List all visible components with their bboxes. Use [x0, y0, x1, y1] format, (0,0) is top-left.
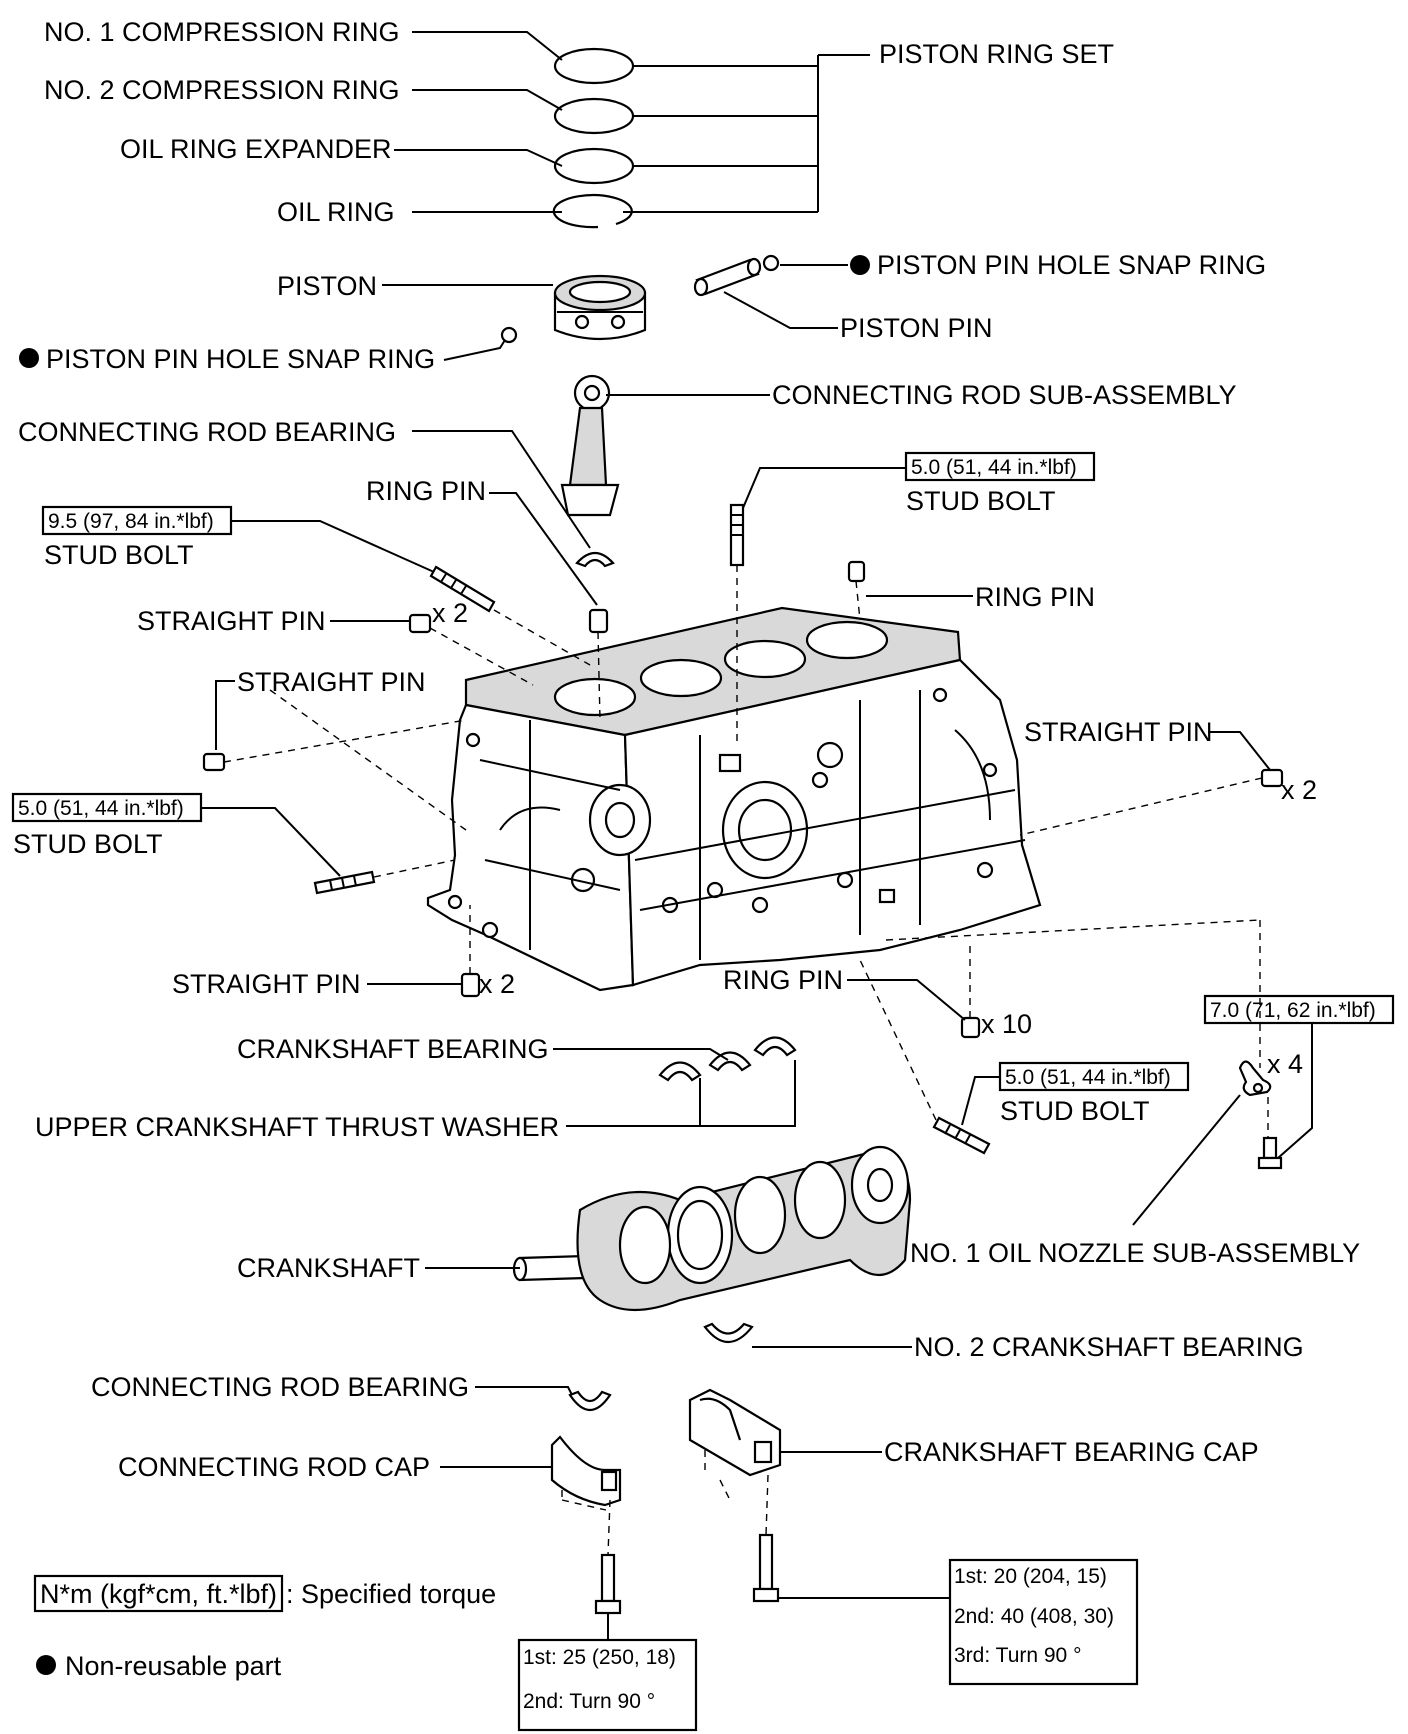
torque-box-crank-cap [948, 1558, 1139, 1686]
non-reusable-dot-left [19, 348, 39, 368]
torque-conrod-step-2: 2nd: Turn 90 ° [523, 1690, 655, 1713]
label-ring-pin-right: RING PIN [975, 582, 1095, 612]
label-connecting-rod-bearing-top: CONNECTING ROD BEARING [18, 417, 396, 447]
ring-pin-bottom-qty: x 10 [981, 1009, 1032, 1039]
torque-box-stud-left [11, 792, 203, 823]
label-oil-ring: OIL RING [277, 197, 395, 227]
label-piston: PISTON [277, 271, 377, 301]
straight-pin-bottom-qty: x 2 [479, 969, 515, 999]
torque-crank-step-1: 1st: 20 (204, 15) [954, 1565, 1107, 1588]
cylinder-block-icon [426, 606, 1042, 992]
torque-box-oil-nozzle [1203, 994, 1395, 1025]
legend-torque-box [33, 1574, 284, 1613]
oil-nozzle-qty: x 4 [1267, 1049, 1303, 1079]
piston-pin-icon [693, 257, 762, 297]
torque-box-stud-bottom [998, 1061, 1190, 1092]
label-stud-bolt-top-left: STUD BOLT [44, 540, 194, 570]
non-reusable-dot-right [850, 255, 870, 275]
torque-box-stud-top-right [904, 451, 1096, 482]
conrod-bearing-top-icon [575, 551, 615, 568]
no1-compression-ring-icon [553, 47, 635, 85]
legend-non-reusable-dot [36, 1655, 56, 1675]
torque-conrod-step-1: 1st: 25 (250, 18) [523, 1646, 676, 1669]
label-crankshaft-bearing: CRANKSHAFT BEARING [237, 1034, 549, 1064]
label-stud-bolt-top-right: STUD BOLT [906, 486, 1056, 516]
conrod-bearing-bottom-icon [568, 1390, 612, 1412]
label-straight-pin-right: STRAIGHT PIN [1024, 717, 1213, 747]
torque-stud-top-left: 9.5 (97, 84 in.*lbf) [48, 510, 214, 533]
connecting-rod-icon [560, 374, 620, 517]
stud-bolt-diagonal-icon [429, 565, 496, 613]
torque-stud-left: 5.0 (51, 44 in.*lbf) [18, 797, 184, 820]
connecting-rod-cap-icon [550, 1435, 622, 1507]
torque-stud-bottom: 5.0 (51, 44 in.*lbf) [1005, 1066, 1171, 1089]
straight-pin-right-icon [1260, 768, 1284, 788]
torque-box-conrod-cap [517, 1638, 698, 1732]
label-ring-pin-top: RING PIN [366, 476, 486, 506]
label-upper-crankshaft-thrust-washer: UPPER CRANKSHAFT THRUST WASHER [35, 1112, 559, 1142]
oil-ring-expander-icon [553, 147, 635, 185]
alignment-dashed-lines [223, 565, 1269, 1556]
label-piston-pin-hole-snap-ring-left: PISTON PIN HOLE SNAP RING [46, 344, 435, 374]
no2-crankshaft-bearing-icon [703, 1322, 754, 1343]
ring-pin-bottom-icon [960, 1016, 981, 1039]
crankshaft-icon [512, 1145, 912, 1312]
label-ring-pin-bottom: RING PIN [723, 965, 843, 995]
label-connecting-rod-sub-assembly: CONNECTING ROD SUB-ASSEMBLY [772, 380, 1237, 410]
crankshaft-bearings-icon [658, 1036, 797, 1082]
torque-oil-nozzle: 7.0 (71, 62 in.*lbf) [1210, 999, 1376, 1022]
label-crankshaft-bearing-cap: CRANKSHAFT BEARING CAP [884, 1437, 1259, 1467]
crank-cap-bolt-icon [752, 1533, 780, 1603]
label-connecting-rod-bearing-bottom: CONNECTING ROD BEARING [91, 1372, 469, 1402]
label-oil-ring-expander: OIL RING EXPANDER [120, 134, 392, 164]
torque-box-stud-top-left [41, 505, 233, 536]
oil-nozzle-icon [1238, 1060, 1272, 1097]
stud-bolt-left-icon [313, 870, 376, 895]
straight-pin-left-icon [202, 752, 226, 772]
label-no2-crankshaft-bearing: NO. 2 CRANKSHAFT BEARING [914, 1332, 1304, 1362]
piston-ring-leaders [394, 31, 870, 213]
label-straight-pin-left: STRAIGHT PIN [237, 667, 426, 697]
stud-bolt-vertical-icon [729, 503, 745, 567]
label-no1-oil-nozzle-sub-assembly: NO. 1 OIL NOZZLE SUB-ASSEMBLY [910, 1238, 1360, 1268]
ring-pin-right-icon [847, 560, 866, 583]
piston-rings-group [552, 47, 635, 229]
no2-compression-ring-icon [553, 97, 635, 135]
torque-crank-step-2: 2nd: 40 (408, 30) [954, 1605, 1114, 1628]
label-piston-pin-hole-snap-ring-right: PISTON PIN HOLE SNAP RING [877, 250, 1266, 280]
straight-pin-bottom-icon [460, 972, 481, 998]
label-straight-pin-bottom: STRAIGHT PIN [172, 969, 361, 999]
conrod-cap-bolt-icon [594, 1553, 622, 1615]
label-crankshaft: CRANKSHAFT [237, 1253, 420, 1283]
snap-ring-left-icon [500, 326, 518, 344]
straight-pin-right-qty: x 2 [1281, 775, 1317, 805]
legend-torque-text: : Specified torque [286, 1579, 496, 1609]
ring-pin-top-icon [588, 608, 609, 634]
crankshaft-bearing-cap-icon [688, 1388, 782, 1477]
oil-ring-icon [552, 194, 633, 229]
label-piston-ring-set: PISTON RING SET [879, 39, 1114, 69]
label-no2-compression-ring: NO. 2 COMPRESSION RING [44, 75, 400, 105]
straight-pin-top-icon [408, 613, 432, 634]
label-no1-compression-ring: NO. 1 COMPRESSION RING [44, 17, 400, 47]
legend-torque-unit: N*m (kgf*cm, ft.*lbf) [40, 1579, 277, 1609]
piston-icon [553, 274, 647, 341]
legend-non-reusable: Non-reusable part [65, 1651, 282, 1681]
torque-stud-top-right: 5.0 (51, 44 in.*lbf) [911, 456, 1077, 479]
oil-nozzle-bolt-icon [1257, 1136, 1283, 1170]
torque-crank-step-3: 3rd: Turn 90 ° [954, 1644, 1081, 1667]
label-piston-pin: PISTON PIN [840, 313, 993, 343]
label-stud-bolt-bottom: STUD BOLT [1000, 1096, 1150, 1126]
stud-bolt-bottom-icon [932, 1116, 991, 1155]
label-stud-bolt-left: STUD BOLT [13, 829, 163, 859]
straight-pin-top-qty: x 2 [432, 598, 468, 628]
label-connecting-rod-cap: CONNECTING ROD CAP [118, 1452, 430, 1482]
label-straight-pin-top: STRAIGHT PIN [137, 606, 326, 636]
snap-ring-right-icon [762, 254, 780, 272]
